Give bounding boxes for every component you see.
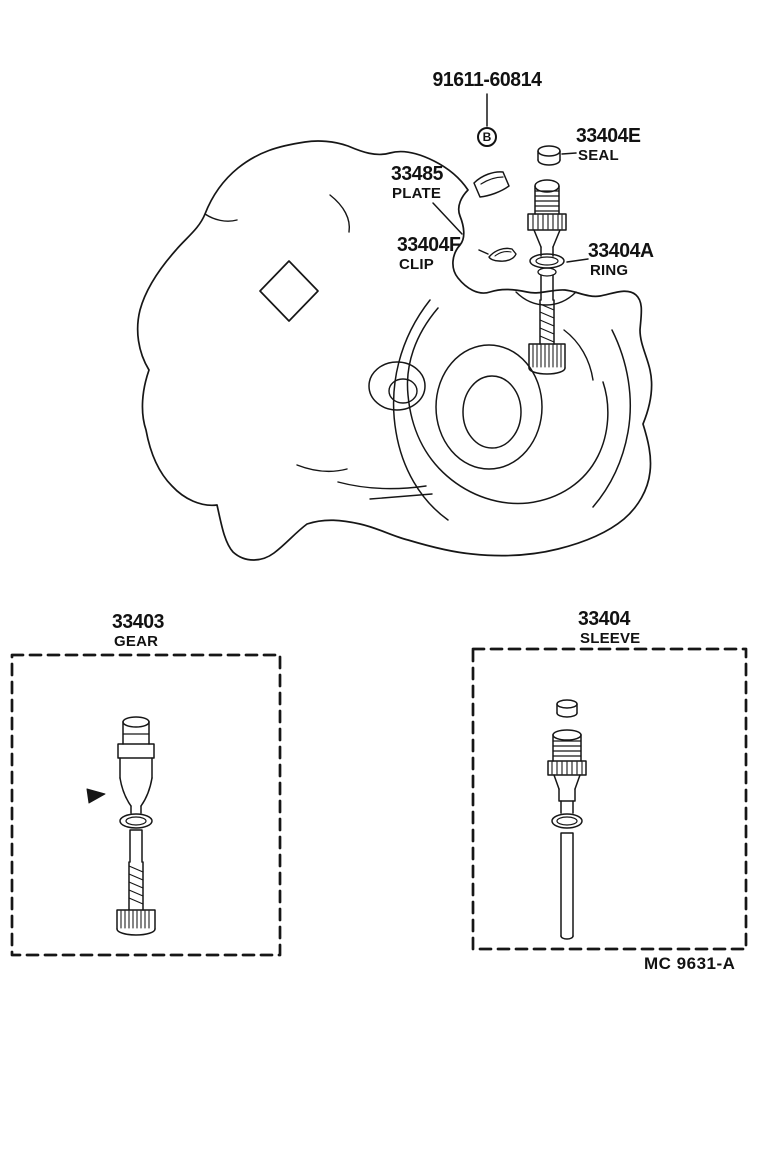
part-number-seal: 33404E xyxy=(576,125,641,147)
sleeve-detail-box xyxy=(471,647,748,951)
part-number-plate: 33485 xyxy=(391,163,444,185)
gear-detail-box xyxy=(10,653,282,957)
part-number-sleeve: 33404 xyxy=(578,608,631,630)
gear-part-drawing xyxy=(86,716,156,936)
part-number-ring: 33404A xyxy=(588,240,654,262)
leader-lines xyxy=(432,93,589,263)
part-name-gear: GEAR xyxy=(114,633,159,650)
bolt-marker-circle: B xyxy=(477,127,497,147)
sleeve-assembly-installed-drawing xyxy=(527,179,567,375)
part-name-ring: RING xyxy=(590,262,629,279)
part-number-gear: 33403 xyxy=(112,611,165,633)
plate-drawing xyxy=(473,171,510,198)
part-name-seal: SEAL xyxy=(578,147,619,164)
transmission-case-drawing xyxy=(136,140,653,561)
part-name-sleeve: SLEEVE xyxy=(580,630,641,647)
orientation-arrow-icon xyxy=(86,788,106,804)
figure-code: MC 9631-A xyxy=(644,954,736,973)
seal-drawing xyxy=(537,145,561,166)
ring-drawing xyxy=(529,253,565,269)
part-number-clip: 33404F xyxy=(397,234,461,256)
part-name-clip: CLIP xyxy=(399,256,434,273)
part-name-plate: PLATE xyxy=(392,185,442,202)
bolt-marker-letter: B xyxy=(482,130,492,144)
clip-drawing xyxy=(488,247,517,262)
sleeve-part-drawing xyxy=(547,699,587,940)
part-number-bolt: 91611-60814 xyxy=(432,69,542,91)
